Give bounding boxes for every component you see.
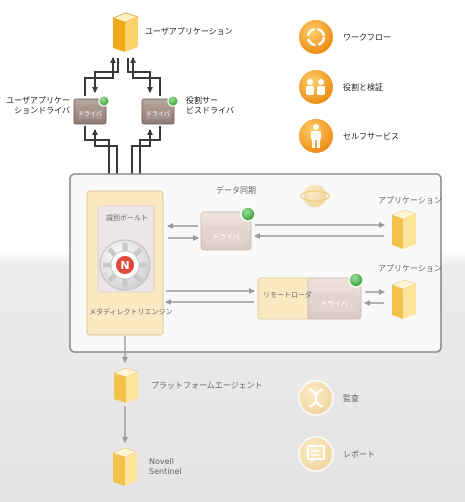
workflow-icon	[297, 18, 335, 56]
audit-icon	[298, 380, 334, 416]
role-driver-label-line2: ビスドライバ	[186, 106, 234, 115]
user-application-icon	[112, 12, 139, 52]
sync-driver-box: ドライバ	[200, 206, 256, 251]
remote-loader-label: リモートローダ	[263, 291, 312, 299]
application-icon	[391, 209, 417, 249]
sync-driver-text: ドライバ	[212, 233, 240, 241]
application-label: アプリケーション	[378, 196, 442, 205]
user-app-driver-label-line1: ユーザアプリケー	[6, 96, 70, 105]
remote-application-label: アプリケーション	[378, 264, 442, 273]
roles-label: 役割と検証	[343, 83, 383, 92]
status-indicator-icon	[348, 272, 364, 288]
report-icon	[298, 436, 334, 472]
role-service-driver-box: ドライバ	[141, 95, 179, 125]
roles-icon	[297, 68, 335, 106]
role-driver-text: ドライバ	[146, 111, 170, 118]
identity-vault-label: 識別ボールト	[106, 214, 148, 222]
remote-driver-text: ドライバ	[320, 300, 348, 308]
data-sync-label: データ同期	[216, 186, 256, 195]
status-indicator-icon	[240, 206, 256, 222]
sync-arrows	[167, 222, 385, 241]
audit-label: 監査	[343, 394, 359, 403]
engine-logo-letter: N	[120, 259, 129, 272]
report-label: レポート	[343, 450, 375, 459]
user-app-driver-text: ドライバ	[78, 111, 102, 118]
sentinel-label-line2: Sentinel	[149, 467, 182, 476]
top-arrows	[84, 57, 161, 96]
platform-agent-label: プラットフォームエージェント	[151, 381, 263, 390]
self-service-icon	[297, 117, 335, 155]
user-app-driver-label-line2: ションドライバ	[14, 106, 70, 115]
novell-engine-logo-icon: N	[99, 239, 151, 291]
role-driver-label-line1: 役割サー	[186, 96, 218, 105]
workflow-label: ワークフロー	[343, 33, 391, 42]
remote-application-icon	[391, 279, 417, 319]
remote-driver-box: ドライバ	[307, 272, 364, 320]
sentinel-label-line1: Novell	[149, 457, 174, 466]
user-app-driver-box: ドライバ	[73, 95, 110, 125]
status-indicator-icon	[98, 95, 110, 107]
platform-agent-icon	[113, 367, 139, 403]
metadirectory-engine-label: メタディレクトリエンジン	[89, 308, 173, 316]
novell-sentinel-icon	[112, 447, 138, 486]
driver-to-engine-arrows	[84, 126, 161, 191]
self-service-label: セルフサービス	[343, 132, 399, 141]
data-sync-globe-icon	[300, 183, 330, 209]
user-application-label: ユーザアプリケーション	[145, 27, 233, 36]
status-indicator-icon	[167, 95, 179, 107]
remote-arrows	[165, 288, 385, 306]
